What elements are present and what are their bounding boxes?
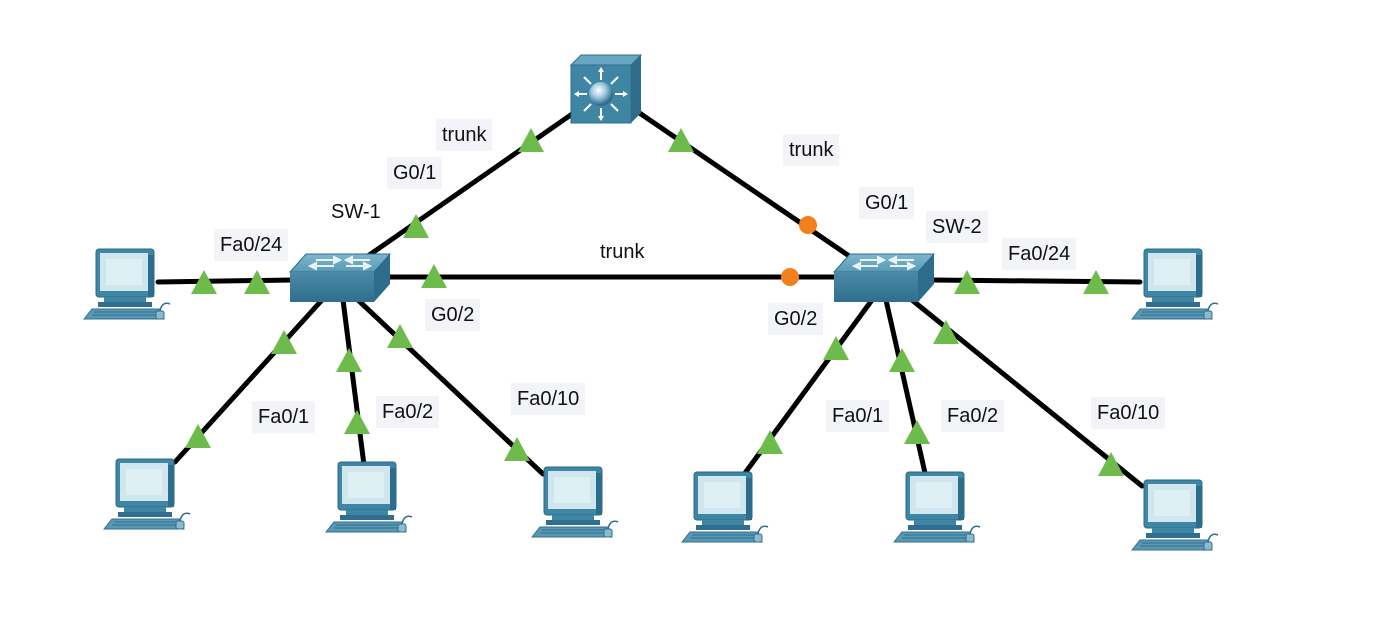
- port-status-markers: [185, 128, 1124, 476]
- status-up-icon: [757, 430, 783, 454]
- status-up-icon: [518, 128, 544, 152]
- link-core-sw2[interactable]: [635, 109, 861, 265]
- link-sw1-core[interactable]: [362, 109, 578, 261]
- status-up-icon: [244, 270, 270, 294]
- status-up-icon: [668, 128, 694, 152]
- port-label-sw1-fa0-24: Fa0/24: [214, 229, 289, 261]
- status-up-icon: [904, 420, 930, 444]
- port-label-sw2-fa0-10: Fa0/10: [1091, 397, 1166, 429]
- status-up-icon: [403, 214, 429, 238]
- port-label-sw1-fa0-10: Fa0/10: [511, 383, 586, 415]
- pc-sw1-fa0-2-icon[interactable]: [325, 461, 413, 533]
- port-label-sw2-g0-2: G0/2: [768, 303, 824, 335]
- pc-sw2-uplink-icon[interactable]: [1131, 248, 1219, 320]
- pc-sw2-fa0-1-icon[interactable]: [681, 471, 769, 543]
- link-label-sw1-sw2-trunk: trunk: [600, 241, 645, 263]
- status-up-icon: [344, 410, 370, 434]
- switch-sw2-icon[interactable]: [833, 253, 935, 303]
- pc-sw1-fa0-1-icon[interactable]: [103, 458, 191, 530]
- port-label-sw1-fa0-1: Fa0/1: [252, 401, 316, 433]
- port-label-sw2-fa0-1: Fa0/1: [826, 400, 890, 432]
- port-label-sw2-fa0-2: Fa0/2: [941, 400, 1005, 432]
- status-up-icon: [933, 320, 959, 344]
- link-sw1-pc3[interactable]: [355, 297, 546, 477]
- status-up-icon: [185, 424, 211, 448]
- link-sw2-pc2[interactable]: [883, 297, 928, 476]
- device-label-sw1: SW-1: [331, 201, 381, 223]
- port-label-sw2-fa0-24: Fa0/24: [1002, 238, 1077, 270]
- multilayer-switch-icon[interactable]: [569, 54, 643, 124]
- link-label-sw2-core-trunk: trunk: [783, 134, 840, 166]
- switch-sw1-icon[interactable]: [289, 253, 391, 303]
- status-up-icon: [421, 264, 447, 288]
- link-sw1-pc2[interactable]: [340, 297, 367, 468]
- status-up-icon: [1098, 452, 1124, 476]
- port-label-sw2-g0-1: G0/1: [859, 187, 915, 219]
- status-up-icon: [336, 348, 362, 372]
- status-up-icon: [889, 348, 915, 372]
- status-up-icon: [504, 437, 530, 461]
- status-up-icon: [954, 270, 980, 294]
- pc-sw2-fa0-2-icon[interactable]: [893, 471, 981, 543]
- link-label-sw1-core-trunk: trunk: [436, 119, 493, 151]
- status-up-icon: [271, 330, 297, 354]
- status-blocking-icon: [781, 268, 799, 286]
- port-label-sw1-g0-2: G0/2: [425, 299, 481, 331]
- status-up-icon: [191, 270, 217, 294]
- device-label-sw2: SW-2: [926, 211, 988, 243]
- port-label-sw1-fa0-2: Fa0/2: [376, 396, 440, 428]
- status-up-icon: [1083, 270, 1109, 294]
- status-up-icon: [387, 324, 413, 348]
- port-blocking-markers: [781, 216, 817, 286]
- pc-sw2-fa0-10-icon[interactable]: [1131, 479, 1219, 551]
- pc-sw1-fa0-10-icon[interactable]: [531, 466, 619, 538]
- status-up-icon: [823, 336, 849, 360]
- link-sw1-pc-left[interactable]: [155, 277, 295, 285]
- port-label-sw1-g0-1: G0/1: [387, 157, 443, 189]
- status-blocking-icon: [799, 216, 817, 234]
